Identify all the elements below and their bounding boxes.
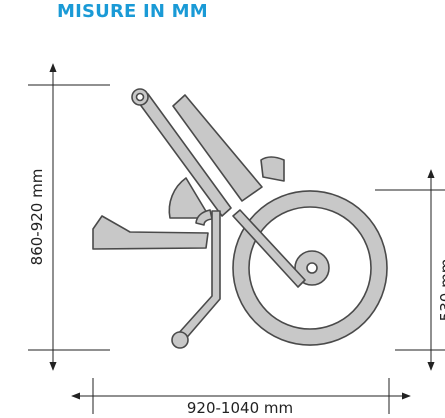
caster-wheel bbox=[171, 331, 189, 349]
battery-pack bbox=[172, 94, 263, 202]
handle-grip-inner bbox=[135, 92, 145, 102]
height-dimension-label: 860-920 mm bbox=[28, 169, 46, 266]
caster-strut bbox=[176, 210, 221, 343]
wheel-guard bbox=[168, 177, 211, 219]
display-tab bbox=[260, 156, 285, 182]
footrest bbox=[92, 215, 209, 250]
wheel bbox=[232, 190, 388, 346]
dimension-lines bbox=[28, 63, 445, 414]
fork-arm bbox=[232, 209, 306, 288]
width-dimension-label: 920-1040 mm bbox=[187, 399, 293, 417]
page-title: MISURE IN MM bbox=[57, 1, 208, 22]
device-illustration bbox=[92, 88, 388, 349]
wheel-axle bbox=[306, 262, 318, 274]
wheel-height-dimension-label: 530 mm bbox=[437, 259, 445, 322]
